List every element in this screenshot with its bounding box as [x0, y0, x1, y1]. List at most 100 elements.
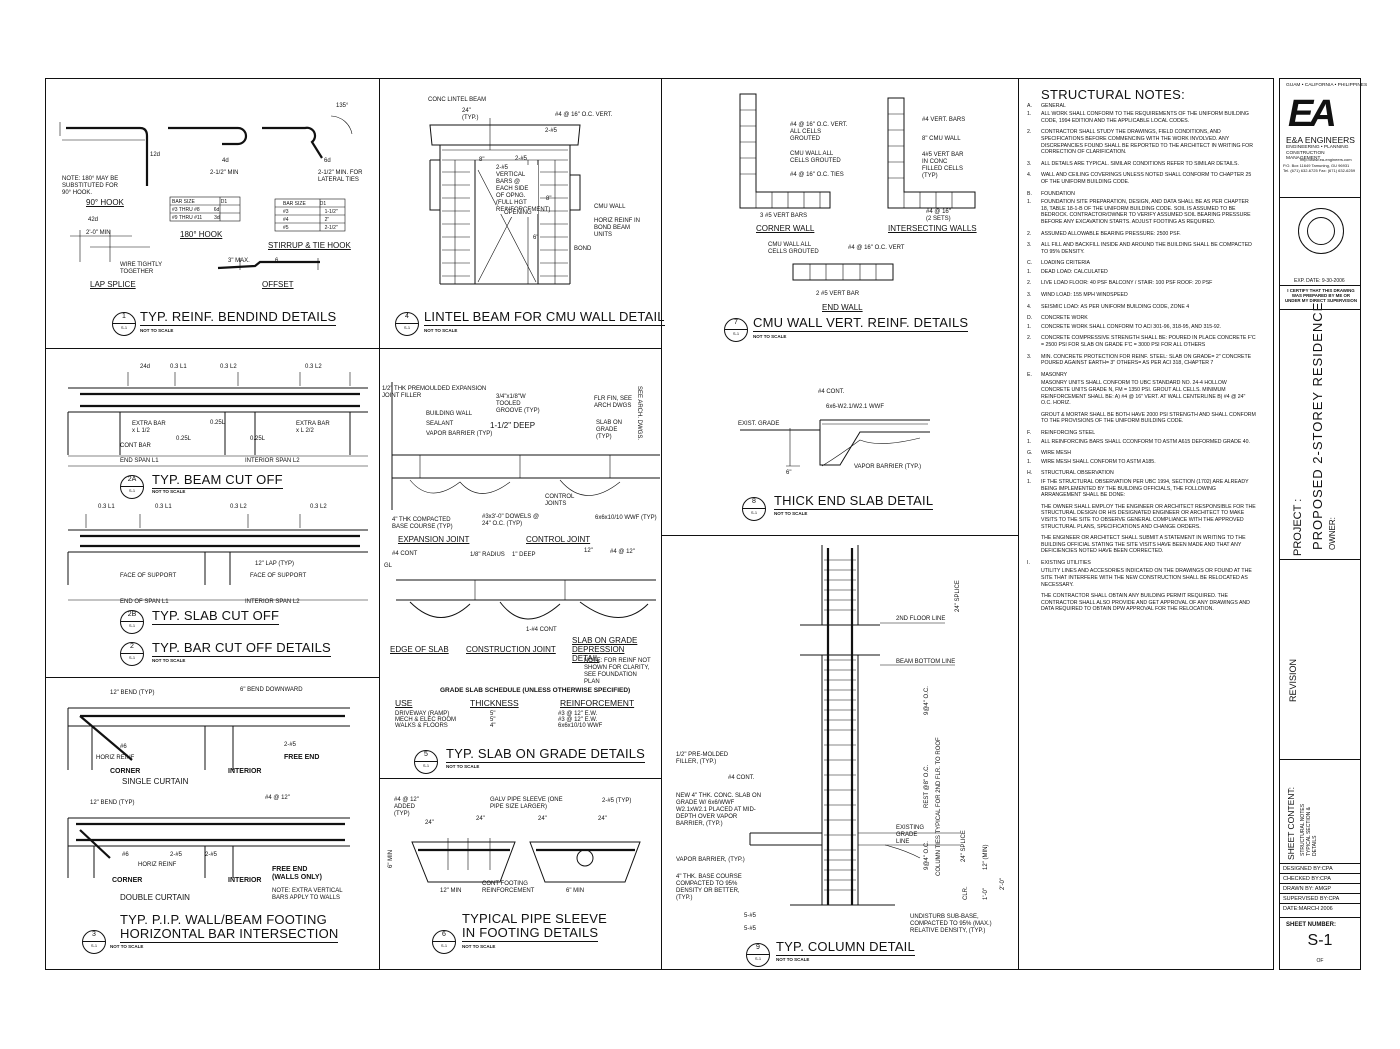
- schedule-cell: DRIVEWAY (RAMP): [395, 711, 450, 717]
- notes-item: 1.Dead load: Calculated: [1027, 269, 1257, 276]
- item-text: The owner shall employ the engineer or a…: [1041, 503, 1256, 530]
- hook-note: NOTE: 180° MAY BE SUBSTITUTED FOR 90° HO…: [62, 176, 119, 196]
- label-single-curtain: SINGLE CURTAIN: [122, 777, 189, 786]
- dim-24-c: 24": [538, 816, 547, 822]
- item-key: 3.: [1027, 292, 1032, 299]
- item-text: Wall and ceiling coverings unless noted …: [1041, 172, 1252, 185]
- extra-bars-note: NOTE: EXTRA VERTICAL BARS APPLY TO WALLS: [272, 888, 343, 901]
- schedule-cell: #3 @ 12" E.W.: [558, 711, 598, 717]
- item-text: Grout & mortar shall be both have 2000 p…: [1041, 411, 1256, 425]
- label-180-hook: 180° HOOK: [180, 230, 223, 239]
- item-text: Concrete work shall conform to ACI 301-9…: [1041, 323, 1222, 330]
- label-horiz-reinf-2: HORIZ REINF: [138, 862, 177, 868]
- label-5-5-b: 5-#5: [744, 926, 757, 932]
- label-expansion-joint: EXPANSION JOINT: [398, 535, 470, 544]
- notes-section-heading: G.WIRE MESH: [1027, 450, 1257, 457]
- dim-6: 6": [786, 470, 792, 476]
- item-key: 1.: [1027, 438, 1032, 445]
- notes-item: 2.Concrete compressive strength shall be…: [1027, 335, 1257, 348]
- notes-item: Masonry units shall conform to UBC stand…: [1027, 380, 1257, 406]
- project-name: PROPOSED 2-STOREY RESIDENCE: [1310, 301, 1325, 550]
- detail-number: 3: [92, 931, 96, 938]
- label-corner: CORNER: [110, 768, 141, 775]
- label-construction-joint: CONSTRUCTION JOINT: [466, 645, 556, 654]
- label-control-joints: CONTROL JOINTS: [545, 494, 575, 507]
- detail-title: LINTEL BEAM FOR CMU WALL DETAIL: [424, 309, 665, 326]
- dim-24d: 24d: [140, 364, 151, 370]
- dim-03l2-b: 0.3 L2: [310, 504, 327, 510]
- certify-row: I CERTIFY THAT THIS DRAWING WAS PREPARED…: [1280, 285, 1360, 309]
- notes-item: 3.Min. concrete protection for reinf. st…: [1027, 354, 1257, 367]
- notes-item: 1.All reinforcing bars shall cconform to…: [1027, 439, 1257, 446]
- label-sealant: SEALANT: [426, 421, 454, 427]
- label-extra-bar-2: EXTRA BAR x L 2/2: [296, 421, 330, 434]
- item-text: Contractor shall study the drawings, fie…: [1041, 129, 1253, 156]
- dim-2-0: 2'-0": [1000, 878, 1006, 890]
- section-title: CONCRETE WORK: [1041, 315, 1088, 322]
- section-title: EXISTING UTILITIES: [1041, 559, 1091, 566]
- label-undisturb-sub-base: UNDISTURB SUB-BASE, COMPACTED TO 95% (MA…: [910, 914, 992, 934]
- grid-line: [661, 78, 663, 970]
- certification: I CERTIFY THAT THIS DRAWING WAS PREPARED…: [1284, 288, 1358, 303]
- dim-6-min-b: 6" MIN: [566, 888, 585, 894]
- notes-item: 1.All work shall conform to the requirem…: [1027, 111, 1257, 124]
- section-key: D.: [1027, 315, 1033, 322]
- dim-24-d: 24": [598, 816, 607, 822]
- detail-title-2: IN FOOTING DETAILS: [462, 925, 599, 942]
- item-text: Wire mesh shall conform to ASTM A185.: [1041, 458, 1156, 465]
- notes-item: 2.Assumed allowable bearing pressure: 25…: [1027, 231, 1257, 238]
- label-rest-8-oc: REST @8" O.C.: [924, 764, 930, 808]
- label-4-16-vert: #4 @ 16" O.C. VERT: [848, 245, 905, 251]
- label-face-support-2: FACE OF SUPPORT: [250, 573, 307, 579]
- label-12-bend-2: 12" BEND (TYP): [90, 800, 135, 806]
- item-text: All details are typical. Similar conditi…: [1041, 160, 1239, 167]
- detail-number: 5: [424, 751, 428, 758]
- dim-6d: 6d: [324, 158, 331, 164]
- item-key: [1027, 504, 1041, 530]
- firm-locations: GUAM • CALIFORNIA • PHILIPPINES: [1286, 83, 1368, 88]
- label-see-arch: SEE ARCH. DWGS.: [636, 386, 642, 441]
- label-double-curtain: DOUBLE CURTAIN: [120, 893, 190, 902]
- label-slab-grade: SLAB ON GRADE (TYP): [596, 420, 623, 440]
- label-building-wall: BUILDING WALL: [426, 411, 473, 417]
- item-text: Seismic load: As per Uniform Building Co…: [1041, 303, 1190, 310]
- label-column-ties: COLUMN TIES TYPICAL FOR 2ND FLR. TO ROOF: [936, 737, 942, 876]
- label-interior: INTERIOR: [228, 768, 262, 775]
- item-key: [1027, 380, 1041, 406]
- label-2-5-b: 2-#5: [170, 852, 183, 858]
- label-cmu-grouted: CMU WALL ALL CELLS GROUTED: [768, 242, 819, 255]
- dim-24-typ: 24" (TYP.): [462, 108, 479, 121]
- notes-item: 3.All fill and backfill inside and aroun…: [1027, 242, 1257, 255]
- item-text: The engineer or architect shall submit a…: [1041, 535, 1246, 555]
- label-2-5-vert: 2 #5 VERT BAR: [816, 291, 860, 297]
- label-horiz-reinf: HORIZ REINF: [96, 755, 135, 761]
- detail-title: CMU WALL VERT. REINF. DETAILS: [753, 315, 969, 332]
- item-key: 1.: [1027, 478, 1032, 485]
- item-key: 1.: [1027, 199, 1032, 206]
- detail-number: 7: [734, 319, 738, 326]
- designed-by: DESIGNED BY:CPA: [1280, 863, 1360, 873]
- detail-number: 8: [752, 498, 756, 505]
- project-row: PROJECT : PROPOSED 2-STOREY RESIDENCE OW…: [1280, 302, 1360, 559]
- grid-line: [379, 78, 381, 970]
- label-1-4-cont: 1-#4 CONT: [526, 627, 557, 633]
- section-key: C.: [1027, 260, 1033, 267]
- section-title: LOADING CRITERIA: [1041, 260, 1091, 267]
- label-tooled-groove: 3/4"x1/8"W TOOLED GROOVE (TYP): [496, 394, 540, 414]
- table-head: D1: [319, 201, 327, 207]
- label-2nd-floor: 2ND FLOOR LINE: [896, 616, 946, 622]
- label-4-5-vert: 4#5 VERT BAR IN CONC FILLED CELLS (TYP): [922, 152, 964, 179]
- dim-2ft-min: 2'-0" MIN: [86, 230, 111, 236]
- dim-03l2: 0.3 L2: [230, 504, 247, 510]
- label-1-deep: 1" DEEP: [512, 552, 536, 558]
- label-4-cont: #4 CONT: [392, 551, 418, 557]
- detail-sheet: S-1: [128, 488, 136, 493]
- label-vapor-barrier: VAPOR BARRIER (TYP.): [854, 464, 922, 470]
- item-text: All fill and backfill inside and around …: [1041, 242, 1252, 255]
- label-opening: OPENING: [504, 210, 532, 217]
- schedule-cell: 5": [490, 711, 496, 717]
